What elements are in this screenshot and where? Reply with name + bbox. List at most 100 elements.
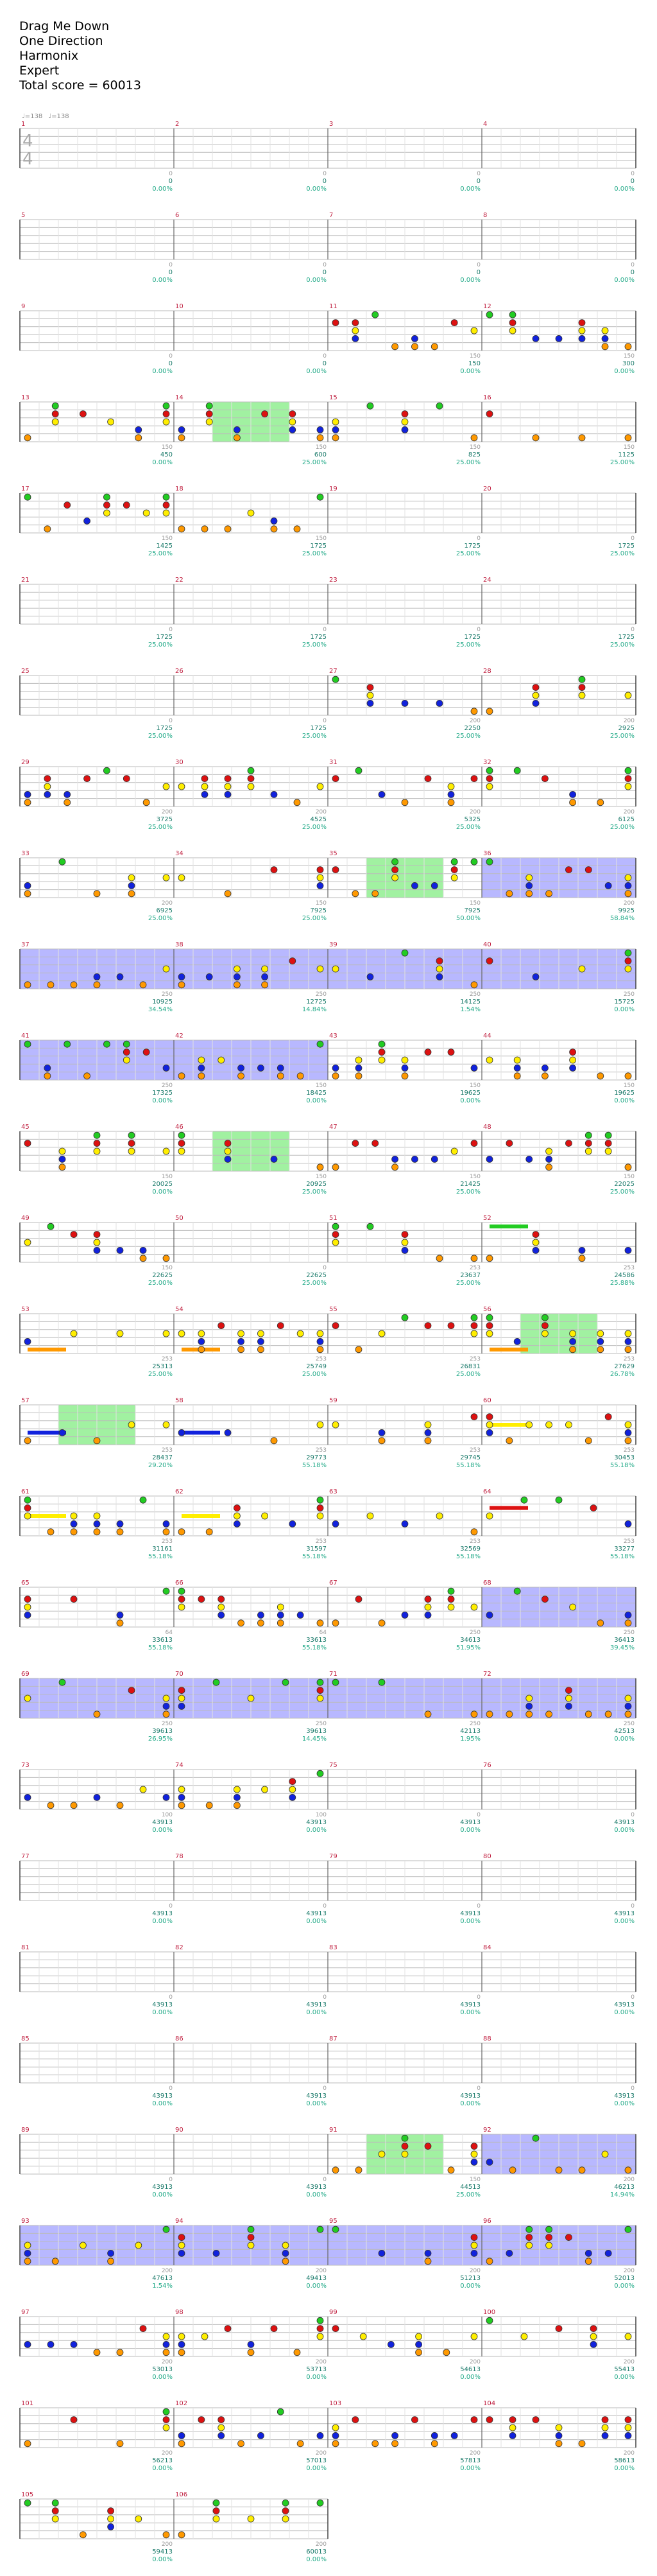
note-gem (51, 2515, 59, 2523)
measure-number: 10 (175, 303, 183, 310)
measure-cumulative-score: 43913 (614, 1819, 635, 1826)
note-gem (135, 434, 142, 442)
measure-number: 104 (483, 2400, 495, 2407)
note-gem (44, 525, 51, 533)
measure-overdrive-percent: 14.84% (302, 1006, 327, 1013)
note-gem (212, 2507, 220, 2515)
note-gem (178, 2249, 185, 2257)
note-gem (431, 1156, 438, 1163)
note-gem (470, 1603, 478, 1611)
measure-note-score: 0 (169, 2177, 173, 2183)
note-gem (178, 2349, 185, 2356)
measure-note-score: 253 (470, 1538, 481, 1545)
measure-cumulative-score: 30453 (614, 1454, 635, 1461)
note-gem (218, 1596, 225, 1603)
note-gem (332, 434, 339, 442)
note-gem (436, 1255, 443, 1262)
note-gem (332, 775, 339, 782)
measure-overdrive-percent: 0.00% (152, 2191, 173, 2198)
note-gem (578, 1247, 586, 1254)
note-gem (162, 1710, 170, 1718)
song-header: Drag Me Down One Direction Harmonix Expe… (19, 19, 141, 93)
measure-overdrive-percent: 25.00% (148, 824, 173, 831)
note-gem (247, 783, 255, 790)
note-gem (201, 2333, 209, 2340)
note-gem (107, 2249, 115, 2257)
measure-number: 24 (483, 577, 491, 584)
measure-overdrive-percent: 25.88% (610, 1280, 635, 1287)
measure-number: 60 (483, 1397, 491, 1404)
note-gem (135, 2241, 142, 2249)
note-gem (233, 981, 241, 989)
note-gem (24, 799, 31, 806)
measure-number: 6 (175, 212, 179, 219)
measure-overdrive-percent: 25.00% (610, 1188, 635, 1196)
note-gem (162, 2340, 170, 2348)
measure-note-score: 200 (624, 2268, 635, 2274)
note-gem (93, 1437, 101, 1445)
measure-number: 26 (175, 668, 183, 675)
note-gem (401, 1056, 409, 1064)
measure-overdrive-percent: 25.00% (610, 824, 635, 831)
note-gem (205, 1802, 213, 1809)
measure-note-score: 0 (169, 353, 173, 360)
measure-number: 97 (21, 2309, 30, 2316)
note-gem (401, 1520, 409, 1527)
measure-number: 92 (483, 2127, 491, 2134)
measure-cumulative-score: 19625 (460, 1090, 481, 1097)
measure-overdrive-percent: 0.00% (306, 2009, 327, 2016)
note-gem (316, 1512, 324, 1520)
note-gem (139, 1255, 147, 1262)
measure-number: 105 (21, 2491, 33, 2498)
note-gem (162, 965, 170, 973)
measure-cumulative-score: 15725 (614, 998, 635, 1005)
note-gem (601, 2432, 609, 2439)
note-gem (569, 799, 576, 806)
note-gem (542, 775, 549, 782)
note-gem (532, 700, 540, 707)
measure-cumulative-score: 3725 (157, 816, 173, 823)
measure-note-score: 253 (316, 1447, 327, 1454)
note-gem (532, 2134, 540, 2142)
note-gem (178, 1793, 185, 1801)
note-gem (135, 2515, 142, 2523)
note-gem (584, 1437, 592, 1445)
note-gem (162, 2349, 170, 2356)
note-gem (103, 509, 110, 517)
measure-note-score: 0 (477, 262, 481, 268)
measure-overdrive-percent: 25.00% (302, 1188, 327, 1196)
measure-cumulative-score: 28437 (152, 1454, 173, 1461)
note-gem (257, 1611, 264, 1619)
note-gem (366, 692, 374, 699)
note-gem (332, 1421, 339, 1429)
measure-number: 100 (483, 2309, 495, 2316)
note-gem (624, 1429, 632, 1436)
measure-overdrive-percent: 0.00% (614, 186, 635, 193)
note-gem (584, 2249, 592, 2257)
note-gem (162, 783, 170, 790)
note-gem (624, 1330, 632, 1337)
note-gem (178, 2432, 185, 2439)
note-gem (371, 311, 379, 318)
note-gem (578, 2440, 586, 2448)
measure-cumulative-score: 20925 (306, 1181, 327, 1188)
note-gem (590, 2340, 597, 2348)
note-gem (555, 2325, 563, 2333)
note-gem (24, 1596, 31, 1603)
note-gem (624, 1072, 632, 1080)
measure-note-score: 200 (470, 809, 481, 815)
note-gem (486, 311, 493, 318)
note-gem (578, 692, 586, 699)
measure-number: 40 (483, 941, 491, 948)
note-gem (624, 949, 632, 957)
note-gem (139, 1786, 147, 1793)
measure-overdrive-percent: 0.00% (614, 1097, 635, 1104)
note-gem (584, 1147, 592, 1155)
note-gem (542, 1065, 549, 1072)
measure-note-score: 253 (162, 1356, 173, 1362)
note-gem (316, 1337, 324, 1345)
sustain-tail (182, 1431, 220, 1435)
note-gem (424, 2143, 432, 2150)
measure-note-score: 250 (162, 1721, 173, 1727)
